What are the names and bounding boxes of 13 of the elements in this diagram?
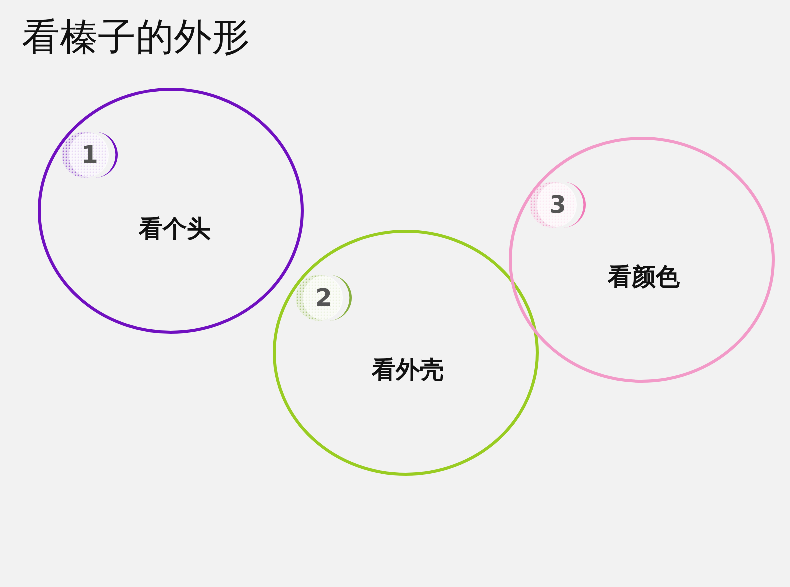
step-number: 3: [550, 191, 566, 219]
number-badge: [296, 275, 352, 321]
number-badge: [62, 132, 118, 178]
circle-label: 看颜色: [608, 262, 680, 293]
step-number: 1: [82, 141, 98, 169]
circle-label: 看个头: [139, 214, 211, 245]
circle-shape: [38, 88, 304, 334]
number-badge: [530, 182, 586, 228]
circle-shape: [273, 230, 539, 476]
step-number: 2: [316, 284, 332, 312]
circle-shape: [509, 137, 775, 383]
circle-label: 看外壳: [372, 355, 444, 386]
diagram-title: 看榛子的外形: [22, 14, 250, 61]
